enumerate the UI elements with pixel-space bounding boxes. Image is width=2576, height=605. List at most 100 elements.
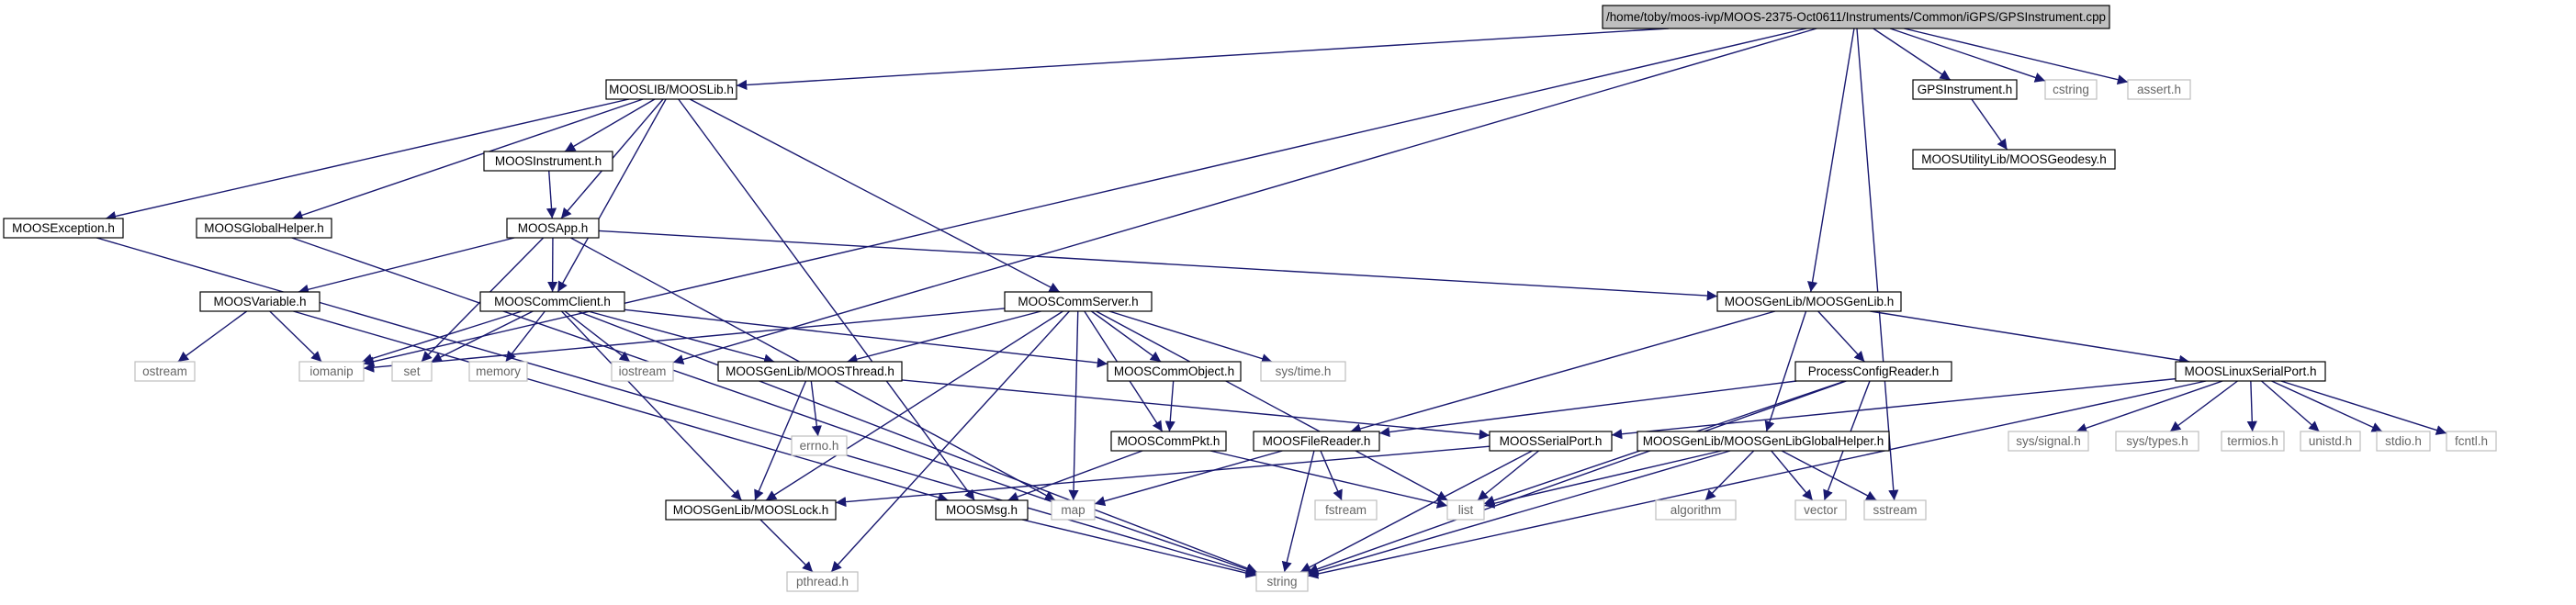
node-ostream: ostream <box>134 361 196 382</box>
edge-genlibglobal-to-sstream <box>1781 450 1877 501</box>
node-assert: assert.h <box>2127 79 2191 100</box>
node-label: set <box>403 364 420 378</box>
edge-linuxserial-to-termios <box>2246 380 2257 432</box>
node-moosinst[interactable]: MOOSInstrument.h <box>483 151 613 172</box>
node-box <box>1110 431 1227 452</box>
node-box <box>3 218 124 239</box>
node-filereader[interactable]: MOOSFileReader.h <box>1253 431 1380 452</box>
node-label: assert.h <box>2137 83 2181 96</box>
node-commpkt[interactable]: MOOSCommPkt.h <box>1110 431 1227 452</box>
node-genlibglobal[interactable]: MOOSGenLib/MOOSGenLibGlobalHelper.h <box>1637 431 1890 452</box>
edge-commserver-to-iomanip <box>363 308 1006 373</box>
node-systime: sys/time.h <box>1260 361 1346 382</box>
edge-commpkt-to-moosmsg <box>1007 450 1143 502</box>
node-label: cstring <box>2053 83 2089 96</box>
node-label: MOOSCommPkt.h <box>1118 434 1221 448</box>
node-sstream: sstream <box>1863 499 1927 521</box>
edge-commserver-to-list <box>1096 310 1448 501</box>
edge-linuxserial-to-string <box>1307 380 2207 579</box>
node-thread[interactable]: MOOSGenLib/MOOSThread.h <box>717 361 903 382</box>
edge-processconfig-to-string <box>1307 380 1847 575</box>
node-box <box>1446 499 1485 521</box>
edge-moosexc-to-string <box>96 237 1257 577</box>
node-label: ostream <box>142 364 187 378</box>
edge-genlibglobal-to-string <box>1307 450 1731 577</box>
edge-moosvar-to-iomanip <box>269 310 322 363</box>
node-box <box>2376 431 2431 452</box>
node-box <box>134 361 196 382</box>
node-box <box>1253 431 1380 452</box>
node-linuxserial[interactable]: MOOSLinuxSerialPort.h <box>2175 361 2326 382</box>
edge-mooslock-to-pthread <box>759 519 814 573</box>
node-box <box>1255 571 1309 592</box>
node-label: vector <box>1804 503 1838 517</box>
node-box <box>479 291 625 312</box>
node-commclient[interactable]: MOOSCommClient.h <box>479 291 625 312</box>
node-fcntl: fcntl.h <box>2446 431 2497 452</box>
node-box <box>665 499 837 521</box>
edge-serialport-to-string <box>1299 450 1533 573</box>
node-stdio: stdio.h <box>2376 431 2431 452</box>
edge-linuxserial-to-syssignal <box>2075 380 2223 433</box>
node-genlib[interactable]: MOOSGenLib/MOOSGenLib.h <box>1716 291 1902 312</box>
node-moosexc[interactable]: MOOSException.h <box>3 218 124 239</box>
node-box <box>1107 361 1242 382</box>
edge-mooslib-to-commserver <box>689 98 1061 293</box>
node-commserver[interactable]: MOOSCommServer.h <box>1004 291 1153 312</box>
edge-commpkt-to-list <box>1209 450 1448 509</box>
node-label: sys/types.h <box>2126 434 2188 448</box>
edge-commclient-to-set <box>431 310 534 363</box>
node-mooslock[interactable]: MOOSGenLib/MOOSLock.h <box>665 499 837 521</box>
node-box <box>1912 79 2018 100</box>
node-label: stdio.h <box>2385 434 2422 448</box>
edge-commclient-to-iostream <box>564 310 631 363</box>
node-moosvar[interactable]: MOOSVariable.h <box>199 291 321 312</box>
node-label: string <box>1266 575 1297 588</box>
edge-linuxserial-to-stdio <box>2271 380 2383 432</box>
node-label: MOOSFileReader.h <box>1263 434 1371 448</box>
node-box <box>1912 149 2116 170</box>
node-commobject[interactable]: MOOSCommObject.h <box>1107 361 1242 382</box>
node-box <box>2127 79 2191 100</box>
node-box <box>199 291 321 312</box>
edge-root-to-gpsinst <box>1873 28 1952 81</box>
node-serialport[interactable]: MOOSSerialPort.h <box>1489 431 1613 452</box>
node-root[interactable]: /home/toby/moos-ivp/MOOS-2375-Oct0611/In… <box>1602 5 2110 29</box>
node-label: fcntl.h <box>2455 434 2488 448</box>
edge-root-to-mooslib <box>736 28 1669 91</box>
node-box <box>483 151 613 172</box>
edge-serialport-to-mooslock <box>835 445 1490 508</box>
node-box <box>1260 361 1346 382</box>
node-geodesy[interactable]: MOOSUtilityLib/MOOSGeodesy.h <box>1912 149 2116 170</box>
node-box <box>786 571 859 592</box>
edge-commserver-to-systime <box>1108 310 1273 364</box>
node-label: MOOSUtilityLib/MOOSGeodesy.h <box>1921 152 2107 166</box>
edge-root-to-cstring <box>1889 28 2046 83</box>
node-gpsinst[interactable]: GPSInstrument.h <box>1912 79 2018 100</box>
node-label: MOOSCommObject.h <box>1114 364 1234 378</box>
edge-genlibglobal-to-vector <box>1771 450 1814 501</box>
node-box <box>2115 431 2199 452</box>
edge-globalhelper-to-string <box>291 237 1257 575</box>
node-moosapp[interactable]: MOOSApp.h <box>506 218 600 239</box>
edge-commobject-to-commpkt <box>1164 380 1176 432</box>
node-processconfig[interactable]: ProcessConfigReader.h <box>1794 361 1952 382</box>
edge-moosapp-to-genlib <box>598 230 1718 301</box>
node-box <box>1794 361 1952 382</box>
edge-commserver-to-pthread <box>830 310 1070 573</box>
edge-genlibglobal-to-algorithm <box>1704 450 1755 501</box>
edge-root-to-sstream <box>1856 28 1899 501</box>
node-label: MOOSLIB/MOOSLib.h <box>609 83 734 96</box>
node-moosmsg[interactable]: MOOSMsg.h <box>935 499 1029 521</box>
node-box <box>391 361 433 382</box>
edge-serialport-to-list <box>1477 450 1539 501</box>
node-box <box>1637 431 1890 452</box>
node-globalhelper[interactable]: MOOSGlobalHelper.h <box>196 218 332 239</box>
node-algorithm: algorithm <box>1655 499 1737 521</box>
node-mooslib[interactable]: MOOSLIB/MOOSLib.h <box>605 79 737 100</box>
edge-mooslib-to-moosmsg <box>678 98 975 501</box>
node-label: MOOSSerialPort.h <box>1500 434 1603 448</box>
edge-root-to-assert <box>1904 28 2129 85</box>
edge-moosmsg-to-string <box>1021 519 1257 578</box>
